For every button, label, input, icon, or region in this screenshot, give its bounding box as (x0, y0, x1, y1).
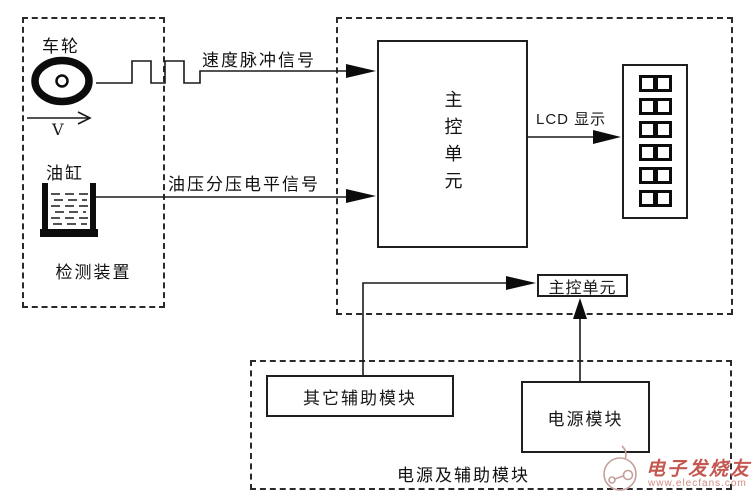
main-control-group-box (336, 17, 733, 315)
detection-device-group-box (22, 17, 165, 308)
mcu-small-box: 主控单元 (537, 274, 628, 297)
lcd-segment-cell (654, 144, 672, 161)
power-module-label: 电源模块 (547, 409, 624, 429)
lcd-segment-cell (654, 98, 672, 115)
lcd-segments-icon (624, 66, 686, 207)
main-control-unit-label: 主控单元 (442, 90, 463, 198)
lcd-segment-row (638, 144, 672, 161)
wheel-label: 车轮 (42, 37, 80, 56)
cylinder-label: 油缸 (46, 164, 84, 183)
lcd-segment-row (638, 121, 672, 138)
lcd-segment-cell (654, 190, 672, 207)
power-module-box: 电源模块 (521, 381, 650, 453)
speed-signal-label: 速度脉冲信号 (202, 51, 316, 70)
watermark-url: www.elecfans.com (648, 478, 747, 489)
lcd-segment-cell (638, 190, 656, 207)
lcd-segment-cell (638, 121, 656, 138)
oil-signal-label: 油压分压电平信号 (168, 175, 320, 194)
lcd-segment-cell (638, 98, 656, 115)
power-aux-section-label: 电源及辅助模块 (397, 466, 530, 485)
lcd-segment-cell (654, 121, 672, 138)
mcu-small-label: 主控单元 (548, 279, 617, 297)
lcd-segment-cell (638, 144, 656, 161)
lcd-segment-cell (654, 167, 672, 184)
lcd-display-label: LCD 显示 (536, 111, 607, 128)
aux-module-label: 其它辅助模块 (303, 388, 417, 408)
aux-module-box: 其它辅助模块 (266, 375, 454, 417)
lcd-segment-row (638, 98, 672, 115)
lcd-display (622, 64, 688, 219)
watermark-brand: 电子发烧友 (646, 459, 752, 480)
main-control-unit-box: 主控单元 (377, 40, 528, 248)
lcd-segment-row (638, 75, 672, 92)
lcd-segment-cell (638, 75, 656, 92)
lcd-segment-cell (654, 75, 672, 92)
velocity-label: V (52, 120, 64, 139)
lcd-segment-cell (638, 167, 656, 184)
lcd-segment-row (638, 190, 672, 207)
detection-device-label: 检测装置 (55, 263, 132, 282)
lcd-segment-row (638, 167, 672, 184)
